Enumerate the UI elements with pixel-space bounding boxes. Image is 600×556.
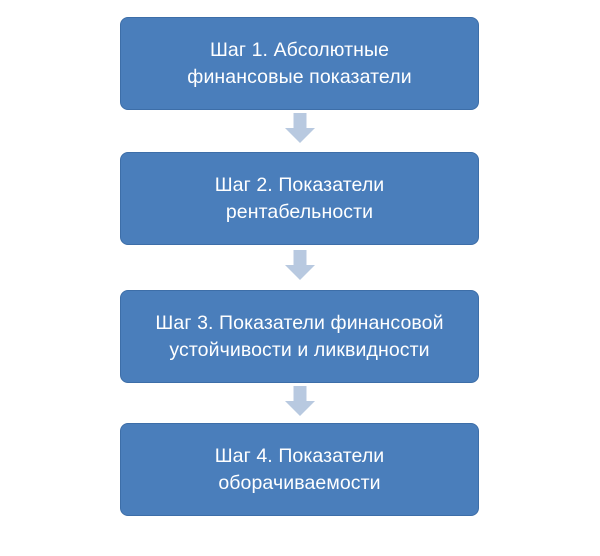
flowchart-step-3[interactable]: Шаг 3. Показатели финансовой устойчивост…: [120, 290, 479, 383]
flowchart-step-1[interactable]: Шаг 1. Абсолютные финансовые показатели: [120, 17, 479, 110]
flowchart-step-3-label: Шаг 3. Показатели финансовой устойчивост…: [155, 311, 444, 361]
arrow-down-icon: [285, 113, 315, 143]
flowchart-step-4[interactable]: Шаг 4. Показатели оборачиваемости: [120, 423, 479, 516]
flowchart-step-1-label: Шаг 1. Абсолютные финансовые показатели: [187, 38, 412, 88]
arrow-down-icon: [285, 386, 315, 416]
flowchart-step-2[interactable]: Шаг 2. Показатели рентабельности: [120, 152, 479, 245]
flowchart-step-2-label: Шаг 2. Показатели рентабельности: [214, 173, 385, 223]
arrow-down-icon: [285, 250, 315, 280]
flowchart-step-4-label: Шаг 4. Показатели оборачиваемости: [214, 444, 385, 494]
